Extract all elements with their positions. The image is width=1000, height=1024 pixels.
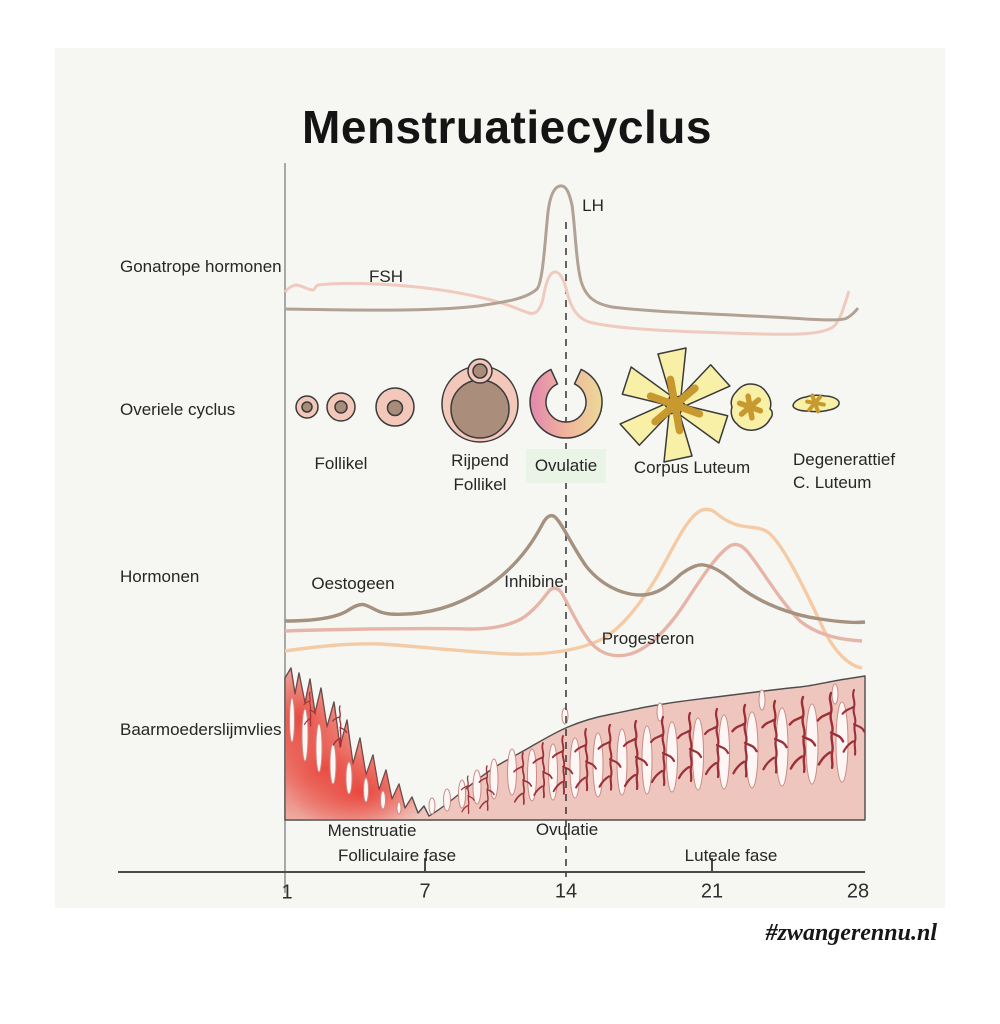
ovulation-label-highlight bbox=[526, 449, 606, 483]
menstruation-phase-label: Menstruatie bbox=[327, 821, 417, 840]
progesterone-label: Progesteron bbox=[601, 629, 695, 648]
axis-day-14: 14 bbox=[554, 880, 578, 903]
maturing-follicle-label-line1: Rijpend bbox=[451, 451, 509, 470]
corpus-luteum-regressing bbox=[730, 383, 773, 431]
axis-day-7: 7 bbox=[419, 880, 431, 903]
hormone-curves bbox=[284, 507, 866, 670]
inhibin-curve bbox=[284, 542, 863, 658]
ovulation-phase-label: Ovulatie bbox=[535, 820, 599, 839]
gonadotropin-curves bbox=[283, 184, 860, 336]
menstruation-blush bbox=[285, 668, 434, 820]
endometrium-illustration bbox=[284, 667, 866, 821]
fsh-label: FSH bbox=[369, 267, 403, 286]
row-label-hormones: Hormonen bbox=[120, 567, 200, 586]
page-title: Menstruatiecyclus bbox=[302, 101, 712, 153]
follicle-label: Follikel bbox=[314, 454, 368, 473]
lh-curve bbox=[284, 184, 860, 322]
axis-day-1: 1 bbox=[281, 881, 293, 904]
endometrial-glands bbox=[289, 683, 849, 815]
degenerative-corpus-luteum bbox=[792, 393, 840, 414]
row-label-gonadotropins: Gonatrope hormonen bbox=[120, 257, 282, 276]
follicle-small-1 bbox=[295, 395, 319, 419]
row-label-endometrium: Baarmoederslijmvlies bbox=[120, 720, 282, 739]
axis-day-28: 28 bbox=[846, 880, 870, 903]
lh-label: LH bbox=[582, 196, 604, 215]
oestrogen-curve bbox=[284, 513, 866, 625]
maturing-follicle-label-line2: Follikel bbox=[453, 475, 507, 494]
axis-day-21: 21 bbox=[700, 880, 724, 903]
fsh-curve bbox=[283, 270, 851, 336]
row-label-ovarian-cycle: Overiele cyclus bbox=[120, 400, 236, 419]
degenerative-label-line2: C. Luteum bbox=[793, 473, 872, 492]
corpus-luteum bbox=[619, 347, 731, 463]
ovulation-stage-label: Ovulatie bbox=[534, 456, 598, 475]
ovarian-cycle-illustrations bbox=[295, 347, 840, 463]
follicle-small-2 bbox=[326, 392, 356, 422]
maturing-follicle bbox=[441, 358, 519, 443]
inhibin-label: Inhibine bbox=[504, 572, 564, 591]
ovulation-shape bbox=[529, 368, 603, 439]
follicle-small-3 bbox=[375, 387, 415, 427]
degenerative-label: Degenerattief C. Luteum bbox=[793, 448, 895, 494]
degenerative-label-line1: Degenerattief bbox=[793, 450, 896, 469]
watermark: #zwangerennu.nl bbox=[765, 920, 937, 946]
follicular-phase-label: Folliculaire fase bbox=[337, 846, 457, 865]
progesterone-curve bbox=[284, 507, 863, 670]
corpus-luteum-label: Corpus Luteum bbox=[633, 458, 751, 477]
luteal-phase-label: Luteale fase bbox=[684, 846, 778, 865]
oestrogen-label: Oestogeen bbox=[311, 574, 395, 593]
